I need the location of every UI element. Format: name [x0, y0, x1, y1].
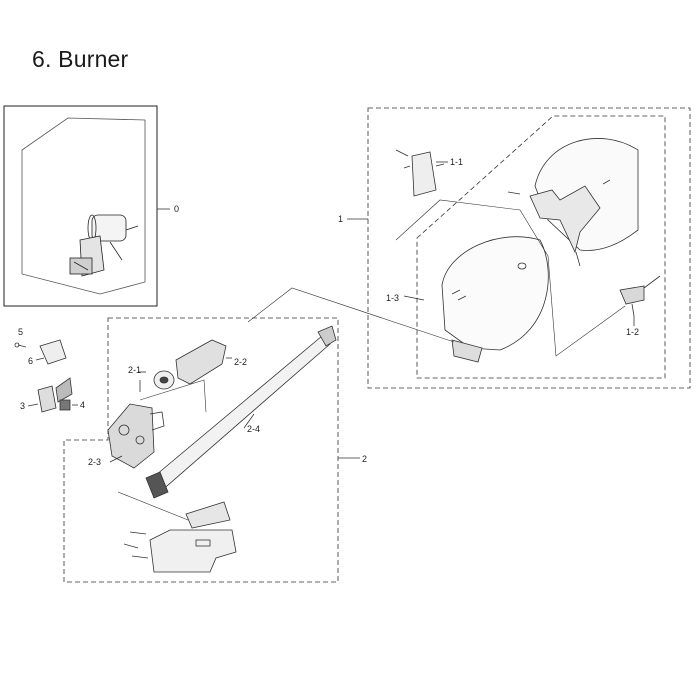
coil-3 [37, 377, 73, 413]
label-gas-valve: 2-3 [88, 457, 102, 467]
label-valve-assembly: 2 [362, 454, 368, 464]
label-burner-tube: 2-4 [247, 424, 261, 434]
clip-4 [59, 399, 71, 411]
upper-bracket [395, 149, 445, 197]
label-sensor-right: 1-2 [626, 327, 640, 337]
dryer-cabinet-outline [21, 117, 146, 295]
burner-nozzle [175, 339, 232, 385]
leader-2-4 [243, 413, 255, 429]
igniter [138, 370, 175, 392]
upper-drum-housing [507, 138, 639, 267]
label-main-unit: 0 [174, 204, 180, 214]
label-drum-housing: 1-3 [386, 293, 400, 303]
leader-3 [27, 403, 39, 407]
valve-mounting-bracket [123, 501, 237, 573]
label-drum-assembly: 1 [338, 214, 344, 224]
label-screw: 5 [18, 327, 24, 337]
main-unit-frame [3, 105, 158, 307]
label-bracket-small: 6 [28, 356, 34, 366]
burner-assembly-thumbnail [69, 214, 139, 277]
sensor-part [619, 275, 661, 317]
label-igniter-screw: 2-1 [128, 365, 142, 375]
leader-2-3 [109, 455, 123, 463]
label-burner-nozzle: 2-2 [234, 357, 248, 367]
label-clip: 4 [80, 400, 86, 410]
drum-inner-frame [416, 115, 666, 379]
leader-1-3 [403, 295, 425, 301]
page-title: 6. Burner [32, 46, 129, 72]
label-coil-unit: 3 [20, 401, 26, 411]
screw-5 [14, 342, 27, 348]
valve-assembly-frame [63, 317, 339, 583]
drum-assembly-frame [367, 107, 691, 389]
gas-valve [107, 403, 165, 469]
lower-drum-housing [441, 236, 549, 363]
burner-tube [145, 325, 337, 499]
bracket-6 [39, 339, 67, 365]
leader-6 [35, 357, 45, 361]
label-bracket-upper: 1-1 [450, 157, 464, 167]
